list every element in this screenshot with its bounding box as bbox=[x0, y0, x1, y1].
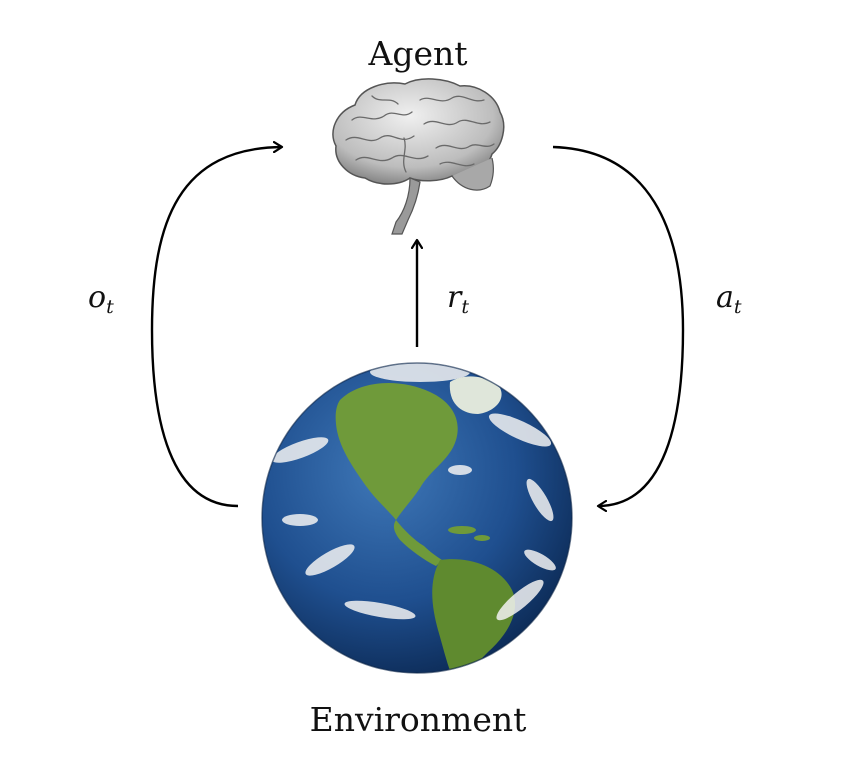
reward-symbol: r bbox=[447, 280, 462, 315]
action-subscript: t bbox=[733, 296, 742, 318]
action-label: at bbox=[716, 280, 742, 318]
agent-label: Agent bbox=[368, 34, 468, 73]
action-symbol: a bbox=[716, 280, 734, 315]
environment-label: Environment bbox=[309, 700, 527, 739]
observation-symbol: o bbox=[88, 280, 107, 315]
observation-label: ot bbox=[88, 280, 114, 318]
reward-subscript: t bbox=[461, 296, 469, 318]
observation-arrow bbox=[150, 147, 282, 508]
brain-icon bbox=[332, 78, 505, 235]
reward-label: rt bbox=[447, 280, 469, 318]
observation-subscript: t bbox=[106, 296, 114, 318]
action-arrow bbox=[552, 145, 685, 506]
earth-globe-icon bbox=[261, 362, 573, 674]
